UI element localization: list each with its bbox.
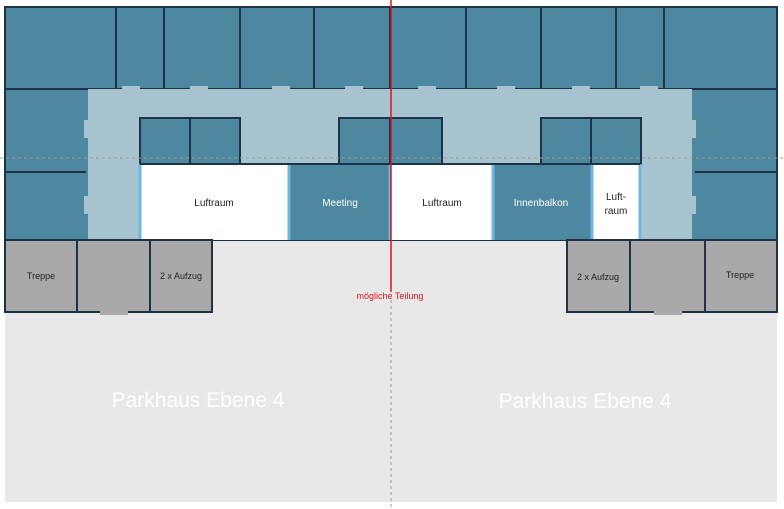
- label-luftraum-small-line1: Luft-: [606, 192, 626, 203]
- core-right-door: [654, 308, 682, 315]
- label-treppe-right: Treppe: [726, 270, 754, 280]
- core-right: [566, 239, 778, 313]
- label-luftraum-left: Luftraum: [194, 198, 233, 209]
- core-left-door: [100, 308, 128, 315]
- label-aufzug-right: 2 x Aufzug: [577, 272, 619, 282]
- room-innenbalkon: [494, 164, 591, 240]
- label-treppe-left: Treppe: [27, 271, 55, 281]
- label-parking-right: Parkhaus Ebene 4: [499, 390, 672, 413]
- label-split: mögliche Teilung: [357, 291, 424, 301]
- label-innenbalkon: Innenbalkon: [514, 198, 569, 209]
- label-luftraum-center: Luftraum: [422, 198, 461, 209]
- label-aufzug-left: 2 x Aufzug: [160, 271, 202, 281]
- label-luftraum-small-line2: raum: [605, 206, 628, 217]
- label-parking-left: Parkhaus Ebene 4: [112, 389, 285, 412]
- inner-offices: [139, 117, 642, 165]
- room-luftraum-left: [140, 164, 288, 240]
- room-meeting: [290, 164, 389, 240]
- label-meeting: Meeting: [322, 198, 358, 209]
- core-left: [4, 239, 213, 313]
- corridor-ring: [84, 86, 696, 244]
- room-luftraum-small: [593, 164, 640, 240]
- glass-partitions: [138, 164, 642, 240]
- room-luftraum-center: [391, 164, 492, 240]
